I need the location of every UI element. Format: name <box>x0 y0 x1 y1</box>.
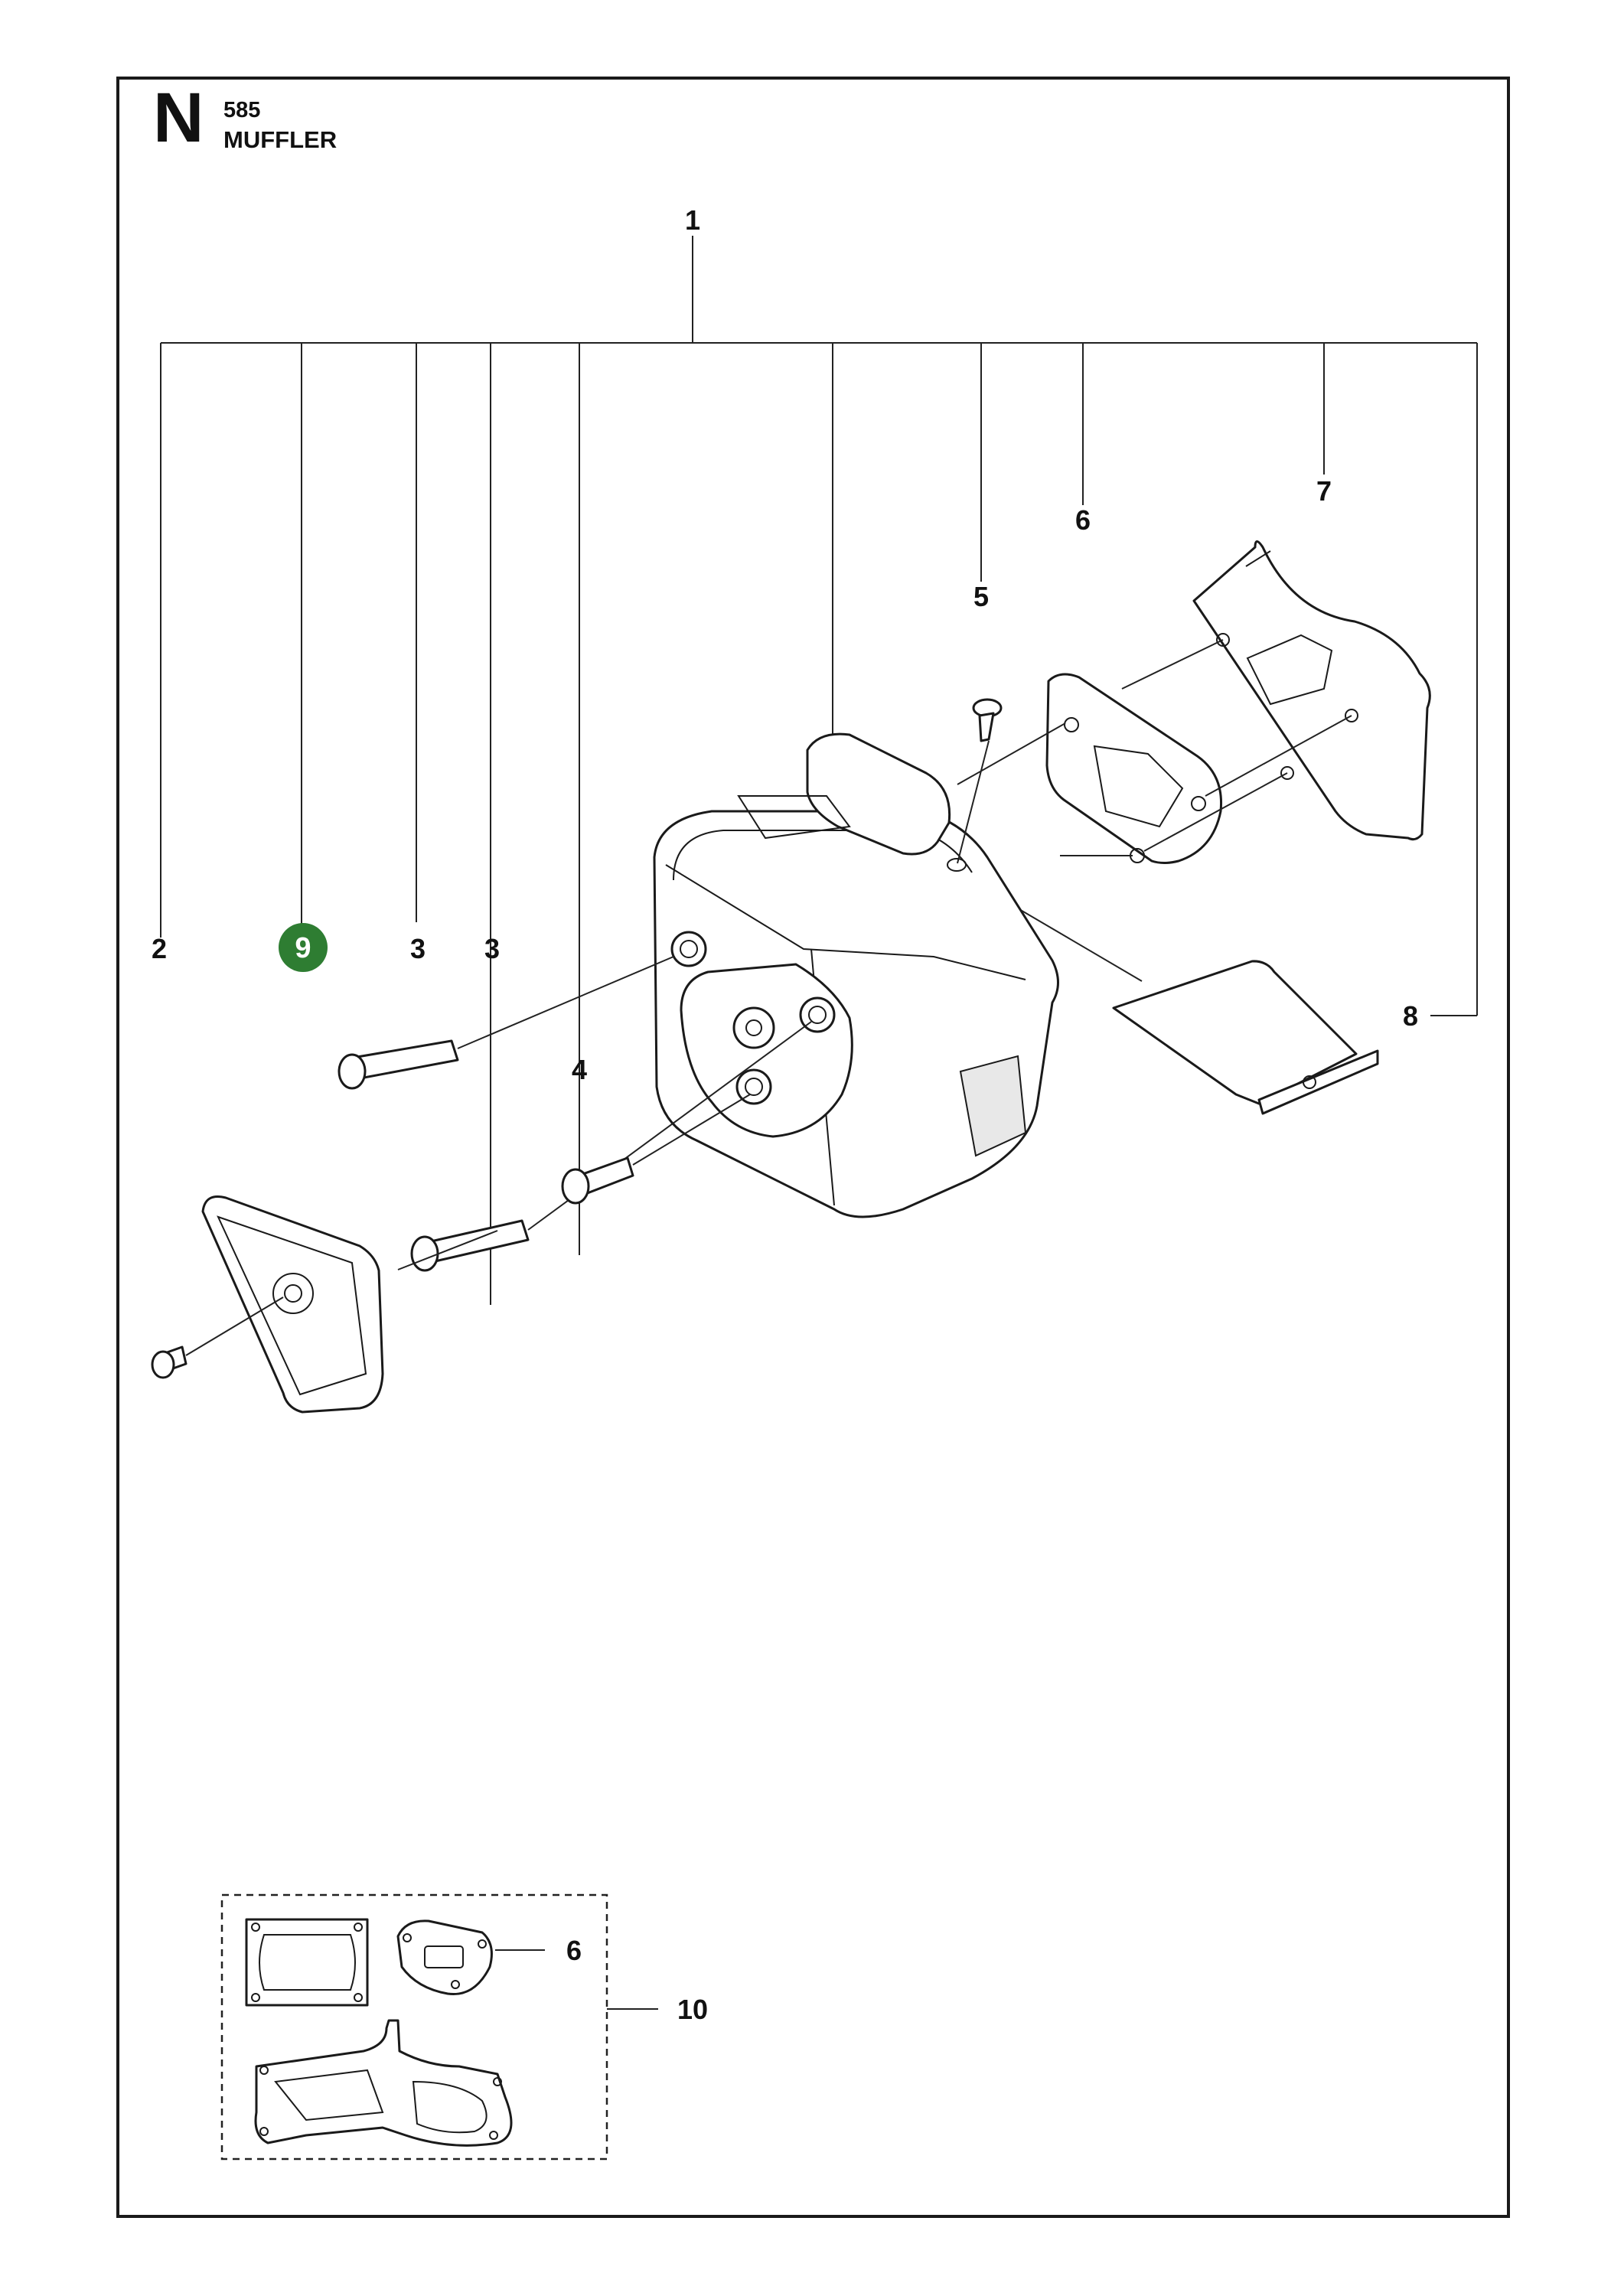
part-10-gasket-kit <box>220 1893 658 2161</box>
assembly-bracket <box>160 236 1478 1305</box>
part-7-heat-shield <box>1192 540 1431 841</box>
callout-2: 2 <box>152 933 167 964</box>
page-frame <box>116 77 1510 2218</box>
part-9-cover-plate <box>201 1195 498 1414</box>
section-letter: N <box>153 79 204 157</box>
highlight-badge-circle <box>279 923 328 972</box>
callout-8: 8 <box>1403 1000 1418 1032</box>
part-1-muffler-body <box>653 732 1059 1218</box>
callout-7: 7 <box>1316 475 1332 507</box>
part-6-gasket <box>1045 673 1223 864</box>
callout-3-upper: 3 <box>410 933 426 964</box>
front-bolts <box>338 956 812 1272</box>
callout-5: 5 <box>973 581 989 612</box>
model-number: 585 <box>223 98 261 122</box>
callout-3-lower: 3 <box>484 933 500 964</box>
callout-1: 1 <box>685 204 700 236</box>
callout-4: 4 <box>572 1054 587 1085</box>
callout-6-kit: 6 <box>566 1935 582 1966</box>
callout-6: 6 <box>1075 504 1091 536</box>
part-5-screw <box>947 698 1003 872</box>
section-title: MUFFLER <box>223 126 338 153</box>
callout-9-badge: 9 <box>279 923 328 972</box>
part-2-screw <box>151 1296 284 1379</box>
callout-10: 10 <box>677 1994 708 2025</box>
part-8-screen <box>1112 960 1379 1115</box>
callout-9: 9 <box>295 932 311 964</box>
